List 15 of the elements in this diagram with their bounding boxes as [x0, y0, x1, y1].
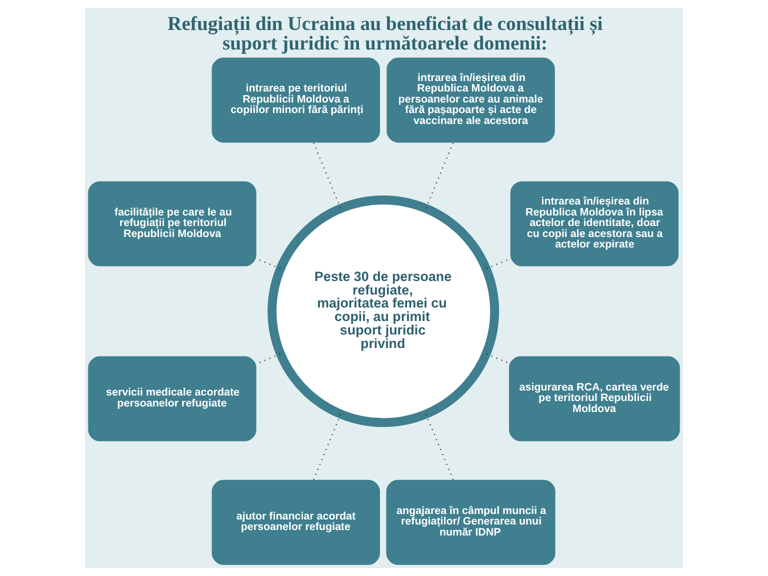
- node-box: intrarea în/ieșirea din Republica Moldova a persoanelor care au animale fără pașapoarte și acte de vaccinare ale acestora: [386, 58, 555, 143]
- node-circle: Peste 30 de persoane refugiate, majoritatea femei cu copii, au primit suport juridic privind: [268, 196, 500, 427]
- connector: [426, 414, 454, 480]
- node-box: intrarea în/ieșirea din Republica Moldova în lipsa actelor de identitate, doar cu copii ale acestora sau a actelor expirate: [510, 181, 679, 266]
- node-box: ajutor financiar acordat persoanelor refugiate: [212, 480, 380, 565]
- node-box: facilitățile pe care le au refugiații pe teritoriul Republicii Moldova: [88, 181, 256, 266]
- connector: [486, 353, 510, 364]
- node-box: servicii medicale acordate persoanelor refugiate: [88, 356, 256, 442]
- diagram-title: Refugiații din Ucraina au beneficiat de consultații și suport juridic în următoarele domenii:: [168, 13, 603, 55]
- connector: [312, 414, 342, 480]
- connector: [312, 142, 342, 208]
- node-box: asigurarea RCA, cartea verde pe teritoriul Republicii Moldova: [509, 356, 680, 442]
- node-box: angajarea în câmpul muncii a refugiaților/ Generarea unui număr IDNP: [386, 480, 556, 565]
- connector: [426, 142, 454, 208]
- node-box: intrarea pe teritoriul Republicii Moldova a copiilor minori fără părinți: [212, 58, 380, 143]
